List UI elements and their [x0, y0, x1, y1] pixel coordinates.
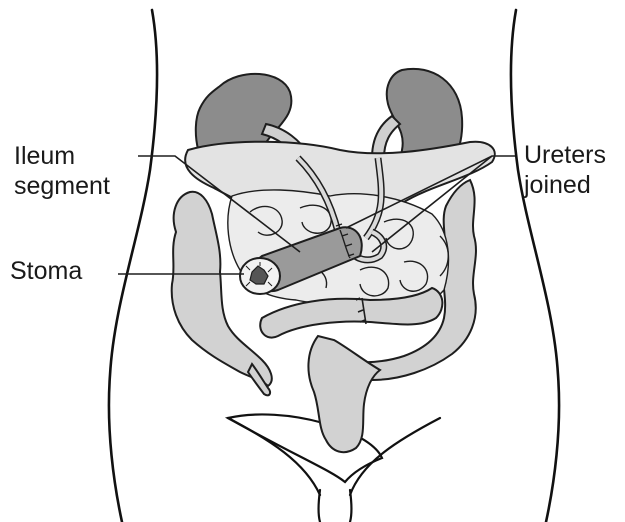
groin-line-left — [228, 418, 320, 495]
sigmoid-colon — [308, 336, 380, 452]
ileum-label-line2: segment — [14, 171, 110, 201]
body-outline-left — [109, 10, 157, 522]
ureters-label-line2: joined — [524, 170, 606, 200]
ureters-label-line1: Ureters — [524, 140, 606, 170]
thigh-left — [319, 490, 321, 522]
stoma-label: Stoma — [10, 256, 82, 286]
body-outline-right — [511, 10, 559, 522]
ileum-segment-label: Ileum segment — [14, 141, 110, 201]
ileum-label-line1: Ileum — [14, 141, 110, 171]
ureters-joined-label: Ureters joined — [524, 140, 606, 200]
thigh-right — [350, 490, 352, 522]
